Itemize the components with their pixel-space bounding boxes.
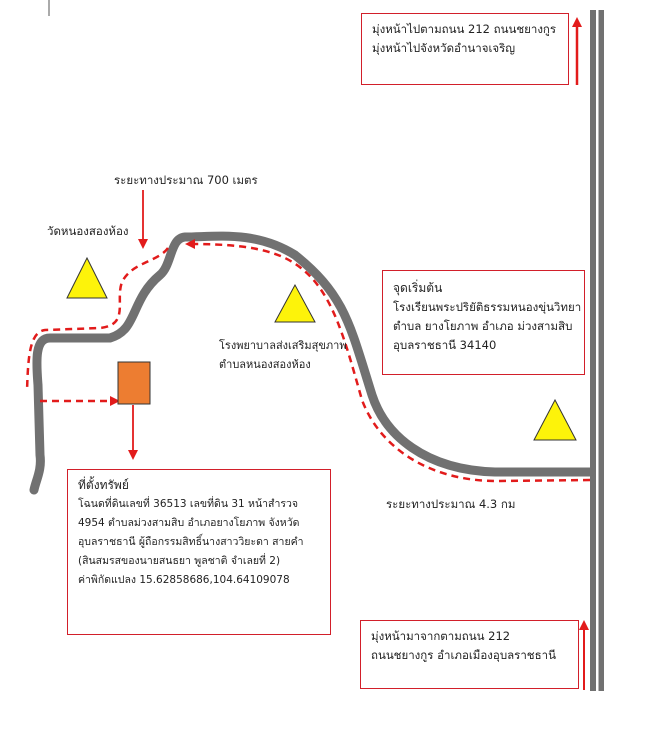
school-landmark-icon <box>533 398 577 441</box>
property-line2: 4954 ตำบลม่วงสามสิบ อำเภอยางโยภาพ จังหวั… <box>78 517 300 529</box>
direction-top-line2: มุ่งหน้าไปจังหวัดอำนาจเจริญ <box>372 41 516 55</box>
property-line3: อุบลราชธานี ผู้ถือกรรมสิทธิ์นางสาววิยะดา… <box>78 536 304 548</box>
start-point-title: จุดเริ่มต้น <box>393 281 443 295</box>
property-line5: ค่าพิกัดแปลง 15.62858686,104.64109078 <box>78 574 290 586</box>
property-line1: โฉนดที่ดินเลขที่ 36513 เลขที่ดิน 31 หน้า… <box>78 498 299 510</box>
distance-43-label: ระยะทางประมาณ 4.3 กม <box>386 497 516 511</box>
hospital-landmark-icon <box>274 283 316 323</box>
property-info-box: ที่ตั้งทรัพย์ โฉนดที่ดินเลขที่ 36513 เลข… <box>67 469 331 635</box>
property-title: ที่ตั้งทรัพย์ <box>78 478 129 492</box>
direction-top-box: มุ่งหน้าไปตามถนน 212 ถนนชยางกูร มุ่งหน้า… <box>361 13 569 85</box>
start-point-line2: ตำบล ยางโยภาพ อำเภอ ม่วงสามสิบ <box>393 319 573 333</box>
hospital-line1: โรงพยาบาลส่งเสริมสุขภาพ <box>219 339 347 352</box>
highway-212-center <box>596 10 599 691</box>
hospital-label: โรงพยาบาลส่งเสริมสุขภาพ ตำบลหนองสองห้อง <box>219 336 347 374</box>
local-road <box>29 231 595 495</box>
property-marker <box>117 361 151 405</box>
temple-label: วัดหนองสองห้อง <box>47 224 129 238</box>
direction-top-line1: มุ่งหน้าไปตามถนน 212 ถนนชยางกูร <box>372 22 557 36</box>
direction-bottom-line2: ถนนชยางกูร อำเภอเมืองอุบลราชธานี <box>371 648 556 662</box>
route-path-west <box>25 247 170 393</box>
property-line4: (สินสมรสของนายสนธยา พูลชาติ จำเลยที่ 2) <box>78 555 281 567</box>
direction-bottom-line1: มุ่งหน้ามาจากตามถนน 212 <box>371 629 511 643</box>
route-path <box>185 239 591 483</box>
start-point-box: จุดเริ่มต้น โรงเรียนพระปริยัติธรรมหนองขุ… <box>382 270 585 375</box>
start-point-line3: อุบลราชธานี 34140 <box>393 338 497 352</box>
distance-700-label: ระยะทางประมาณ 700 เมตร <box>114 173 258 187</box>
direction-bottom-box: มุ่งหน้ามาจากตามถนน 212 ถนนชยางกูร อำเภอ… <box>360 620 579 689</box>
hospital-line2: ตำบลหนองสองห้อง <box>219 358 311 371</box>
start-point-line1: โรงเรียนพระปริยัติธรรมหนองขุ่นวิทยา <box>393 300 582 314</box>
temple-landmark-icon <box>66 256 108 299</box>
